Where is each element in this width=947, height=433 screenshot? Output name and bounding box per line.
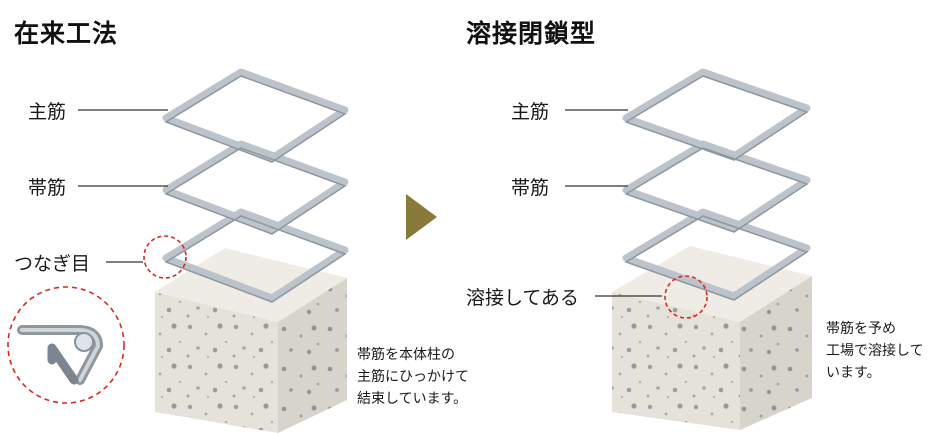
right-label-main-bar: 主筋 [511, 101, 550, 123]
left-note-line-1: 帯筋を本体柱の [357, 347, 455, 363]
left-label-hoop: 帯筋 [28, 177, 67, 199]
left-label-main-bar: 主筋 [28, 101, 67, 123]
right-note: 帯筋を予め 工場で溶接して います。 [826, 318, 924, 384]
left-panel-title: 在来工法 [14, 19, 119, 48]
left-concrete-front [155, 292, 278, 433]
left-front-bars [165, 67, 301, 327]
right-note-line-2: 工場で溶接して [826, 343, 924, 359]
left-column-illustration [7, 5, 349, 433]
left-concrete-side [278, 278, 347, 433]
left-leader-lines [78, 109, 168, 263]
right-panel-title: 溶接閉鎖型 [466, 19, 597, 48]
right-concrete-front [612, 292, 740, 430]
left-note: 帯筋を本体柱の 主筋にひっかけて 結束しています。 [357, 344, 469, 410]
right-note-line-1: 帯筋を予め [826, 321, 896, 337]
left-note-line-2: 主筋にひっかけて [357, 369, 469, 385]
right-front-bars [625, 65, 763, 327]
right-column-illustration [565, 5, 812, 430]
right-leader-lines [565, 109, 662, 297]
right-hoops [622, 68, 811, 300]
right-weld-highlight [664, 275, 708, 319]
right-label-hoop: 帯筋 [511, 177, 550, 199]
left-note-line-3: 結束しています。 [357, 391, 468, 407]
right-note-line-3: います。 [826, 365, 881, 381]
left-label-joint: つなぎ目 [14, 253, 91, 275]
left-joint-highlight [143, 235, 187, 279]
comparison-arrow [406, 194, 437, 240]
right-hoop-shading [624, 75, 809, 301]
joint-detail-inset [7, 286, 125, 404]
right-label-welded: 溶接してある [466, 287, 579, 309]
